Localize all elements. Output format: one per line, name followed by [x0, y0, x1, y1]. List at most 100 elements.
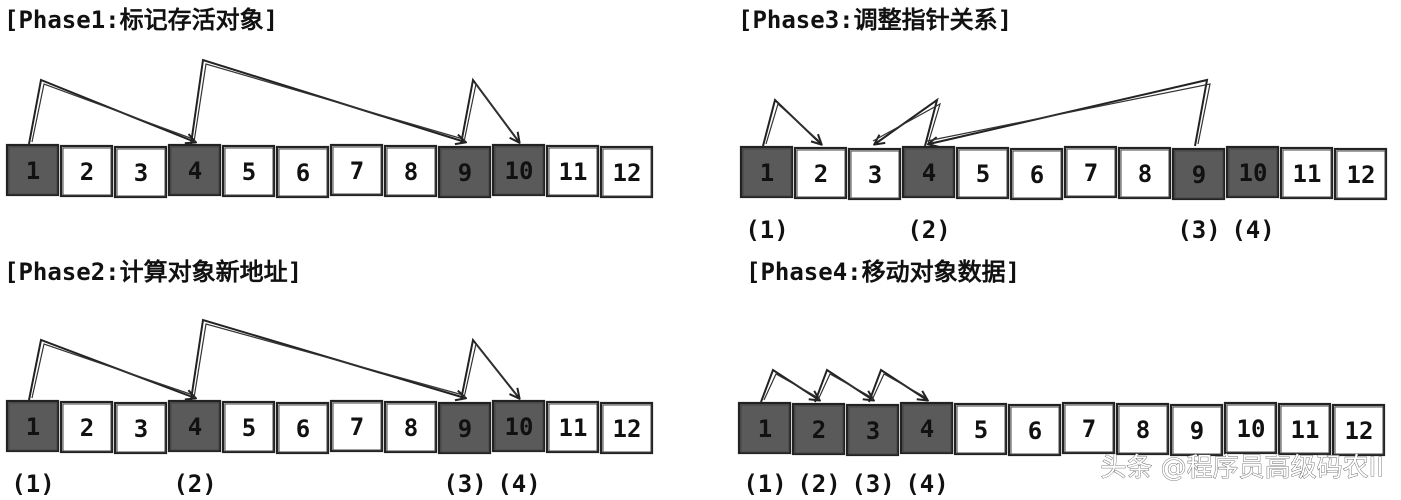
memory-cell-box: [1063, 145, 1118, 199]
memory-cell-label: 7: [350, 413, 364, 441]
memory-cell-label: 7: [350, 157, 364, 185]
memory-cell-label: 1: [26, 157, 40, 185]
memory-cell-label: 3: [868, 161, 882, 189]
memory-cell-box: [545, 400, 600, 454]
reference-arrow-sketch: [871, 373, 926, 401]
order-marker: (4): [1231, 216, 1274, 244]
memory-cell-box: [793, 146, 848, 200]
memory-cell-label: 4: [922, 159, 936, 187]
order-marker: (2): [797, 470, 840, 498]
reference-arrow: [28, 338, 195, 400]
memory-cell-box: [847, 147, 902, 201]
reference-arrow-sketch: [463, 342, 518, 399]
memory-cell-box: [1331, 403, 1386, 457]
memory-cell-box: [545, 144, 600, 198]
reference-arrow: [875, 97, 939, 147]
memory-cell-sketch-edge: [116, 148, 166, 197]
memory-cell-label: 3: [134, 415, 148, 443]
memory-cell-label: 10: [505, 157, 534, 185]
memory-cell-label: 10: [505, 413, 534, 441]
memory-cell-box: [275, 145, 330, 199]
phase-title: [Phase3:调整指针关系]: [738, 6, 1012, 34]
memory-cell-box: [437, 145, 492, 199]
memory-cell-box: [329, 143, 384, 197]
memory-cell-box: [167, 399, 222, 453]
memory-cell-label: 1: [26, 413, 40, 441]
memory-cell-label: 8: [1138, 160, 1152, 188]
memory-cell-label: 10: [1237, 415, 1266, 443]
memory-cell-box: [437, 401, 492, 455]
memory-cell-label: 3: [134, 159, 148, 187]
memory-cell-box: [1009, 147, 1064, 201]
memory-cell-box: [5, 399, 60, 453]
memory-cell-sketch-edge: [548, 403, 598, 452]
memory-cell-sketch-edge: [850, 150, 900, 199]
memory-cell-sketch-edge: [1010, 406, 1060, 455]
order-marker: (1): [11, 470, 54, 498]
memory-cell-box: [1277, 402, 1332, 456]
memory-cell-sketch-edge: [902, 404, 952, 453]
memory-cell-sketch-edge: [386, 403, 436, 452]
memory-cell-label: 8: [404, 414, 418, 442]
memory-cell-box: [491, 399, 546, 453]
reference-arrow-sketch: [31, 343, 194, 399]
memory-cell-box: [113, 401, 168, 455]
memory-cell-sketch-edge: [170, 146, 220, 195]
memory-cell-sketch-edge: [602, 148, 652, 197]
watermark-text: 头条 @程序员高级码农II: [1100, 453, 1384, 483]
memory-cell-box: [953, 402, 1008, 456]
memory-cell-sketch-edge: [958, 149, 1008, 198]
memory-cell-box: [1225, 145, 1280, 199]
memory-cell-box: [1115, 402, 1170, 456]
memory-cell-label: 1: [758, 415, 772, 443]
reference-arrow: [190, 58, 465, 144]
order-marker: (4): [905, 470, 948, 498]
memory-cell-sketch-edge: [8, 146, 58, 195]
memory-cell-label: 11: [1291, 416, 1320, 444]
memory-cell-sketch-edge: [440, 404, 490, 453]
memory-cell-label: 7: [1084, 159, 1098, 187]
memory-cell-label: 5: [242, 158, 256, 186]
reference-arrow-sketch: [926, 83, 1211, 145]
memory-cell-label: 4: [188, 413, 202, 441]
memory-cell-box: [1061, 401, 1116, 455]
memory-cell-label: 12: [1345, 417, 1374, 445]
reference-arrow-sketch: [193, 63, 464, 143]
memory-cell-box: [275, 401, 330, 455]
memory-cell-label: 11: [559, 158, 588, 186]
phase-title: [Phase4:移动对象数据]: [746, 258, 1020, 286]
memory-cell-label: 2: [80, 158, 94, 186]
memory-cell-label: 7: [1082, 415, 1096, 443]
memory-cell-sketch-edge: [548, 147, 598, 196]
memory-cell-sketch-edge: [278, 148, 328, 197]
memory-cell-sketch-edge: [904, 148, 954, 197]
memory-cell-label: 12: [613, 415, 642, 443]
memory-cell-box: [1117, 146, 1172, 200]
memory-cell-box: [59, 144, 114, 198]
memory-cell-label: 2: [814, 160, 828, 188]
reference-arrow-sketch: [763, 373, 818, 401]
memory-cell-box: [599, 145, 654, 199]
memory-cell-label: 6: [1028, 417, 1042, 445]
memory-cell-label: 1: [760, 159, 774, 187]
memory-cell-sketch-edge: [278, 404, 328, 453]
memory-cell-label: 3: [866, 417, 880, 445]
phase-title: [Phase1:标记存活对象]: [4, 6, 278, 34]
memory-cell-label: 12: [1347, 161, 1376, 189]
reference-arrow: [190, 318, 465, 400]
memory-cell-sketch-edge: [1336, 150, 1386, 199]
memory-cell-label: 8: [1136, 416, 1150, 444]
memory-cell-box: [383, 144, 438, 198]
memory-cell-sketch-edge: [62, 147, 112, 196]
memory-cell-sketch-edge: [742, 148, 792, 197]
memory-cell-label: 5: [974, 416, 988, 444]
memory-cell-label: 5: [976, 160, 990, 188]
reference-arrow: [868, 368, 927, 403]
memory-cell-sketch-edge: [1280, 405, 1330, 454]
memory-cell-box: [5, 143, 60, 197]
